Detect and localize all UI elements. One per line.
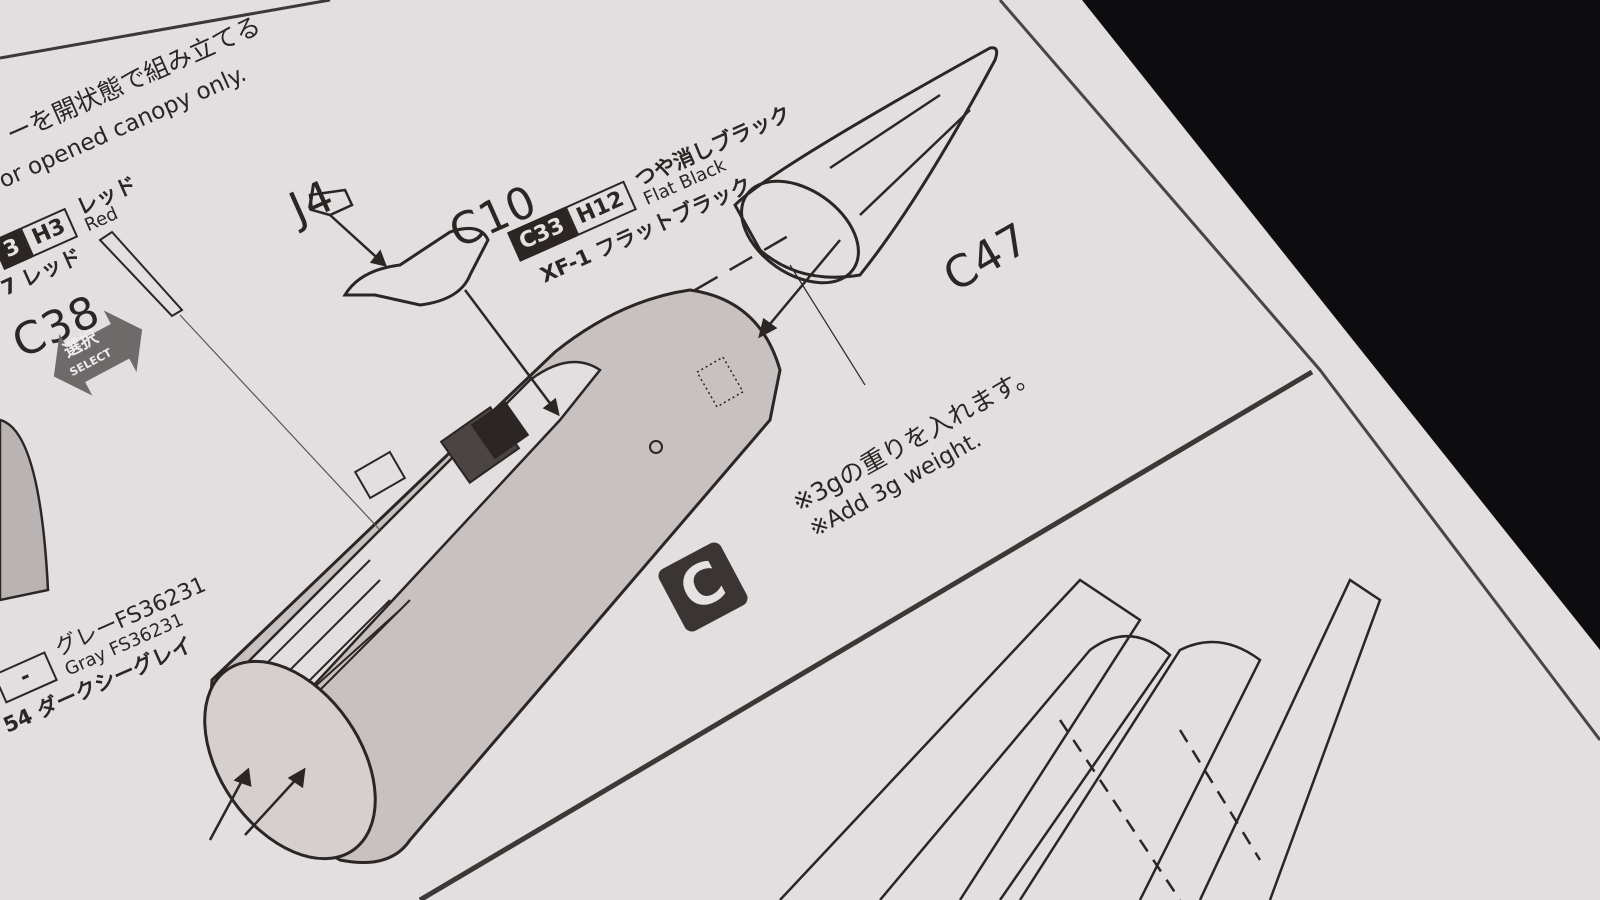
nose-cone-rim [740,179,860,285]
canopy-part [342,226,490,307]
section-divider [418,369,1314,900]
vent-circle [649,440,663,454]
aircraft-overview-drawing [779,578,1382,900]
page-border-line [998,0,1600,741]
j4-part [308,188,354,217]
nose-cone-part [733,46,999,279]
top-divider [0,0,331,60]
seat-part [0,418,50,602]
weight-leader-line [789,264,866,386]
c38-part [98,230,184,318]
panel-dotted [695,356,745,408]
c38-leader-line [179,314,381,531]
dashed-guide [694,233,791,292]
